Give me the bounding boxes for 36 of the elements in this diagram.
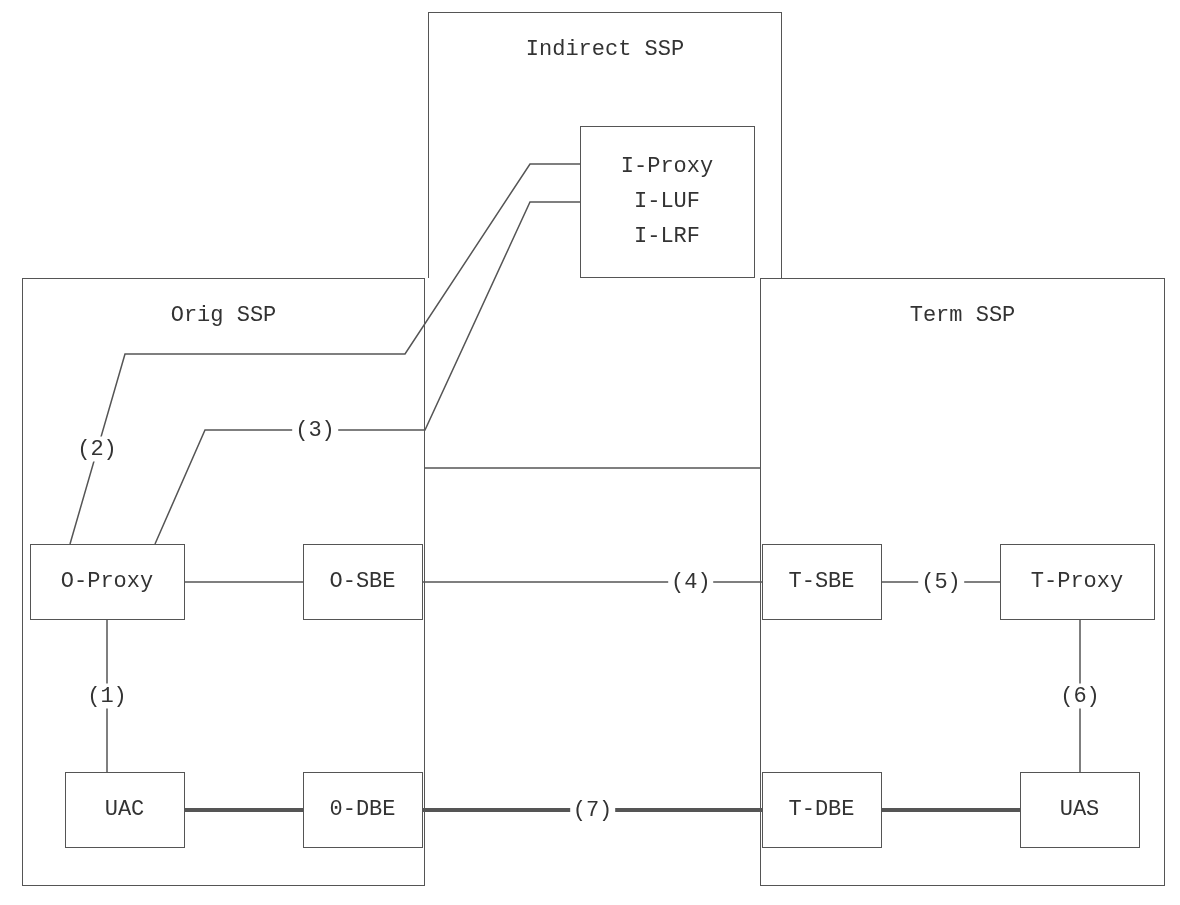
component-label: O-Proxy [60,569,154,594]
component-label: I-LRF [634,224,700,249]
connector-line [423,808,762,812]
component-box [579,125,755,278]
group-box [22,278,425,886]
component-label: O-SBE [329,569,396,594]
group-title: Indirect SSP [525,37,685,62]
edge-label: (7) [569,797,616,823]
edge-label: (5) [918,569,964,595]
group-title: Orig SSP [170,303,277,328]
component-box [761,543,882,620]
component-box [29,543,185,620]
component-box [999,543,1155,620]
connector-line [184,581,304,583]
group-box [428,12,782,278]
component-box [302,543,423,620]
group-title: Term SSP [909,303,1016,328]
component-label: UAC [104,797,145,822]
component-box [64,771,185,848]
component-label: UAS [1059,797,1100,822]
edge-label: (4) [668,569,714,595]
component-label: T-SBE [788,569,855,594]
component-label: I-Proxy [620,154,714,179]
connector-line [154,201,581,545]
component-box [1019,771,1140,848]
group-box [760,278,1165,886]
edge-label: (3) [292,417,338,443]
component-label: T-DBE [788,797,855,822]
component-label: T-Proxy [1030,569,1124,594]
component-label: I-LUF [634,189,700,214]
connector-line [882,808,1020,812]
connector-line [185,808,303,812]
component-box [302,771,423,848]
component-box [761,771,882,848]
component-label: 0-DBE [329,797,396,822]
connector-line [69,163,581,545]
